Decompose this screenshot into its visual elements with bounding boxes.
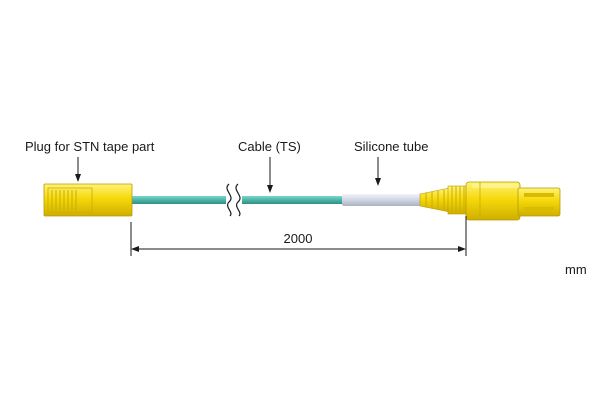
tube-label: Silicone tube [354,139,428,154]
cable-break-symbol [226,183,242,217]
stn-plug [43,183,133,217]
dimension-value: 2000 [284,231,313,246]
cable-leader-arrow [267,157,273,193]
dimension-line [130,216,467,256]
plug-leader-arrow [75,157,81,182]
silicone-tube [342,194,422,206]
plug-label: Plug for STN tape part [25,139,155,154]
unit-label: mm [565,262,587,277]
right-connector [419,181,561,221]
cable-label: Cable (TS) [238,139,301,154]
tube-leader-arrow [375,157,381,186]
